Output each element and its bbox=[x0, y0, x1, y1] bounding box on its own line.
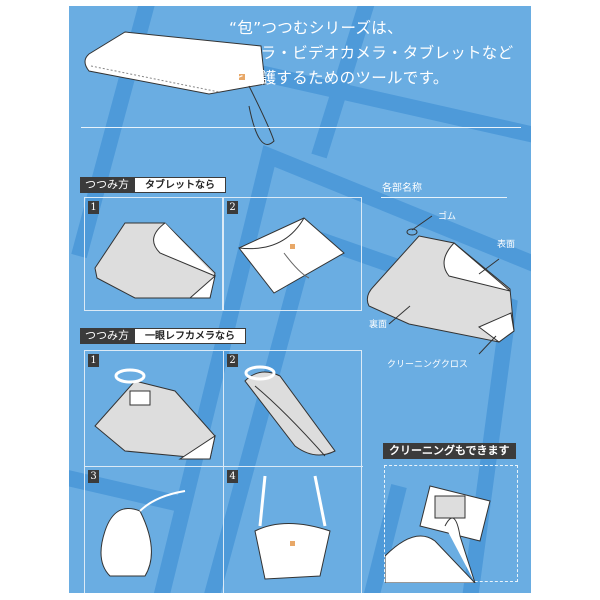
camera-wrap-illustrations bbox=[94, 365, 336, 580]
cleaning-illustration bbox=[385, 485, 491, 583]
label-back: 裏面 bbox=[369, 320, 388, 330]
step-number: 4 bbox=[227, 470, 238, 483]
cleaning-label: クリーニングもできます bbox=[383, 443, 516, 459]
headline-line1: “包”つつむシリーズは、 bbox=[229, 19, 403, 37]
wrap-tag-label: つつみ方 bbox=[80, 328, 134, 344]
step-number: 1 bbox=[88, 354, 99, 367]
label-cleaning-cloth: クリーニングクロス bbox=[387, 360, 468, 370]
tablet-step-1: 1 bbox=[84, 197, 223, 311]
step-number: 2 bbox=[227, 354, 238, 367]
tablet-wrap-step2-illustration bbox=[238, 217, 345, 294]
grid-divider bbox=[223, 351, 224, 593]
grid-divider bbox=[85, 466, 363, 467]
label-elastic: ゴム bbox=[438, 212, 457, 222]
divider bbox=[81, 127, 521, 128]
step-number: 1 bbox=[88, 201, 99, 214]
step-number: 3 bbox=[88, 470, 99, 483]
tablet-step-2: 2 bbox=[223, 197, 362, 311]
parts-diagram bbox=[366, 215, 515, 355]
step-number: 2 bbox=[227, 201, 238, 214]
pouch-illustration bbox=[84, 31, 275, 145]
wrap-tag-subject: 一眼レフカメラなら bbox=[134, 328, 246, 344]
tablet-wrap-step1-illustration bbox=[94, 222, 216, 299]
tablet-wrap-tag: つつみ方 タブレットなら bbox=[80, 177, 226, 193]
headline: “包”つつむシリーズは、 カメラ・ビデオカメラ・タブレットなど を保護するための… bbox=[229, 16, 513, 91]
parts-divider bbox=[381, 197, 507, 198]
headline-line3: を保護するためのツールです。 bbox=[229, 69, 449, 87]
parts-title: 各部名称 bbox=[382, 183, 422, 194]
label-front: 表面 bbox=[497, 240, 516, 250]
camera-wrap-tag: つつみ方 一眼レフカメラなら bbox=[80, 328, 246, 344]
headline-line2: カメラ・ビデオカメラ・タブレットなど bbox=[229, 44, 514, 62]
cleaning-illustration-box bbox=[384, 465, 518, 583]
wrap-tag-label: つつみ方 bbox=[80, 177, 134, 193]
wrap-tag-subject: タブレットなら bbox=[134, 177, 226, 193]
camera-steps-grid: 1 2 3 4 bbox=[84, 350, 363, 593]
product-panel: “包”つつむシリーズは、 カメラ・ビデオカメラ・タブレットなど を保護するための… bbox=[69, 6, 531, 593]
